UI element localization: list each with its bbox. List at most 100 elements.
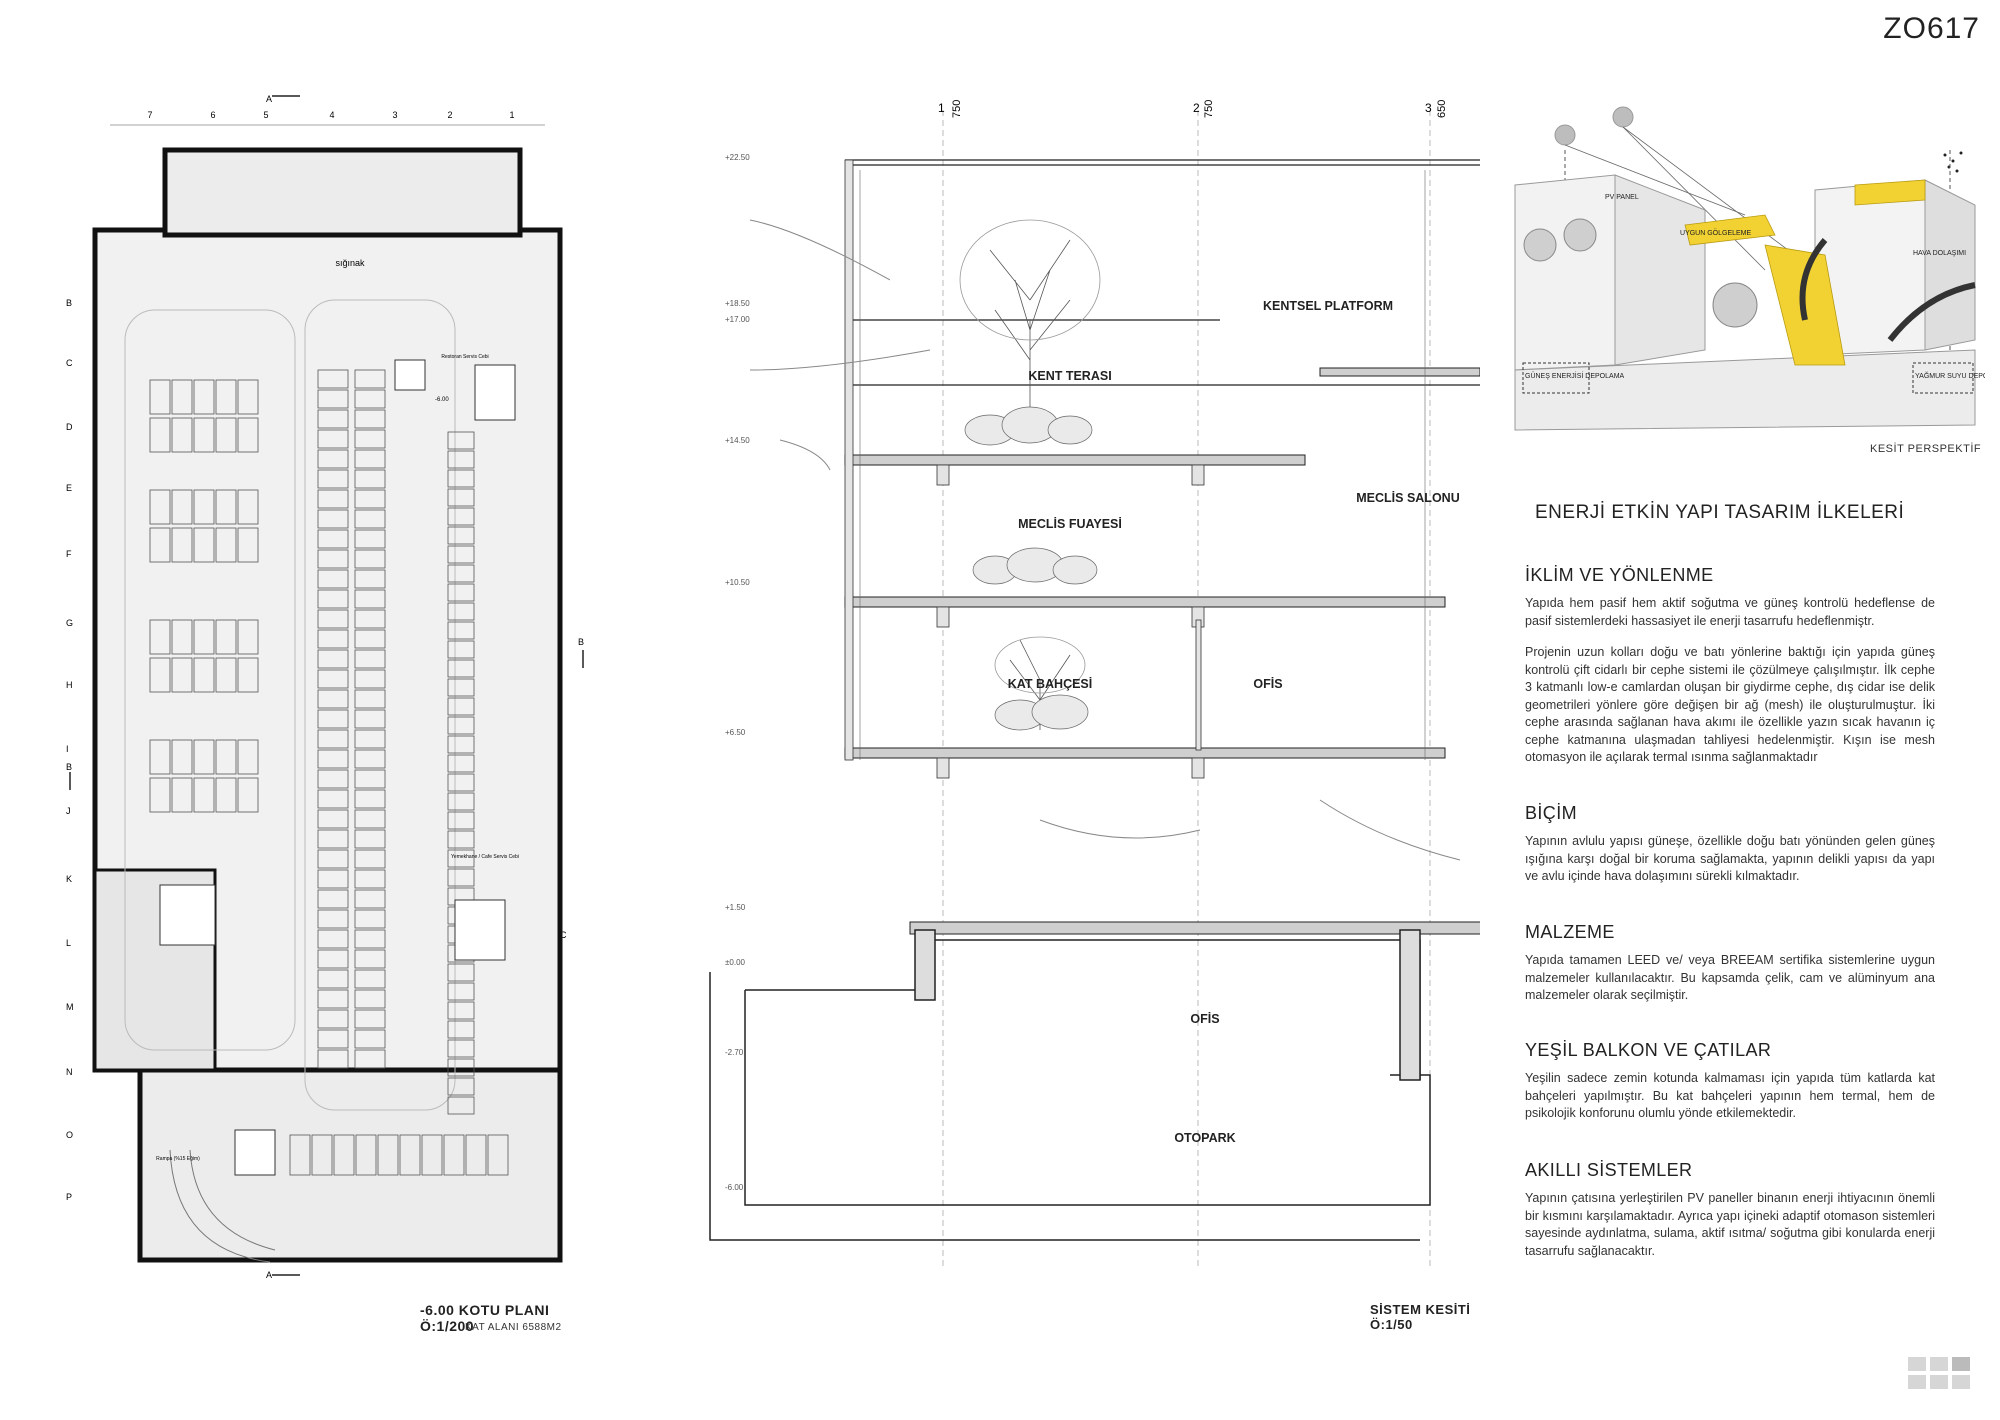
floor-plan-drawing: 7 6 5 4 3 2 1 A A B B C B C D E F G [66,94,584,1280]
grid-column-labels: 7 6 5 4 3 2 1 [147,110,514,120]
parking-bay [215,417,237,453]
section-text-malzeme: Yapıda tamamen LEED ve/ veya BREEAM sert… [1525,953,1935,1002]
grid-row-n: N [66,1067,73,1077]
axis-1-dim: 750 [951,100,963,118]
parking-bay [354,809,386,829]
parking-bay [447,716,475,735]
axis-2-number: 2 [1193,101,1200,115]
parking-bay [447,849,475,868]
level-22-50: +22.50 [725,153,750,162]
parking-bay [149,489,171,525]
section-heading-iklim: İKLİM VE YÖNLENME [1525,565,1714,585]
parking-bay [171,379,193,415]
parking-bay [317,729,349,749]
parking-bay [354,689,386,709]
parking-bay [317,929,349,949]
parking-bay [354,849,386,869]
parking-bay [447,1039,475,1058]
section-title: SİSTEM KESİTİ Ö:1/50 [1370,1302,1471,1332]
parking-bay [171,527,193,563]
section-text-bicim: Yapının avlulu yapısı güneşe, özellikle … [1525,834,1935,883]
section-text-akilli: Yapının çatısına yerleştirilen PV panell… [1525,1191,1935,1258]
parking-bay [317,909,349,929]
parking-bay [447,583,475,602]
floor-plan: 7 6 5 4 3 2 1 A A B B C B C D E F G [0,0,600,1415]
parking-bay [354,1049,386,1069]
space-meclis-fuayesi: MECLİS FUAYESİ [1018,516,1122,531]
parking-bay [149,527,171,563]
parking-bay [354,729,386,749]
parking-bay [215,739,237,775]
parking-bay [354,629,386,649]
parking-bay [447,1096,475,1115]
grid-row-e: E [66,483,72,493]
persp-label-hava: HAVA DOLAŞIMI [1913,250,1966,257]
grid-row-m: M [66,1002,74,1012]
parking-bay [317,649,349,669]
parking-bay [447,754,475,773]
parking-bay [447,621,475,640]
parking-bay [237,527,259,563]
parking-bay [354,449,386,469]
parking-bay [317,509,349,529]
parking-bay [447,469,475,488]
parking-bay [317,689,349,709]
grid-col-5: 5 [263,110,268,120]
parking-bay [317,829,349,849]
parking-bay [149,619,171,655]
level-6-50: +6.50 [725,728,746,737]
parking-bay [317,409,349,429]
parking-bay [447,450,475,469]
parking-bay [354,989,386,1009]
parking-bay [354,869,386,889]
parking-bay [447,564,475,583]
parking-bay [317,769,349,789]
parking-bay [354,1009,386,1029]
parking-bay [215,777,237,813]
parking-bay [317,449,349,469]
plan-subtitle: KAT ALANI 6588M2 [465,1322,562,1333]
section-text-iklim-1: Yapıda hem pasif hem aktif soğutma ve gü… [1525,596,1935,628]
room-label-siginak: sığınak [335,258,365,268]
parking-bay [193,777,215,813]
section-marker-a-top: A [266,94,272,104]
level-18-50: +18.50 [725,299,750,308]
parking-bay [447,735,475,754]
grid-col-2: 2 [447,110,452,120]
parking-bay [149,657,171,693]
grid-col-4: 4 [329,110,334,120]
parking-bay [447,545,475,564]
parking-bay [487,1134,509,1176]
parking-bay [237,777,259,813]
parking-bay [317,469,349,489]
parking-bay [237,657,259,693]
parking-bay [171,657,193,693]
parking-bay [354,489,386,509]
parking-bay [215,489,237,525]
parking-bay [354,789,386,809]
parking-bay [354,589,386,609]
parking-bay [354,389,386,409]
parking-bay [193,527,215,563]
parking-bay [447,792,475,811]
parking-bay [317,849,349,869]
parking-bay [317,369,349,389]
parking-bay [447,697,475,716]
grid-row-i: I [66,744,69,754]
grid-col-7: 7 [147,110,152,120]
parking-bay [317,809,349,829]
parking-bay [354,529,386,549]
parking-bay [289,1134,311,1176]
parking-bay [149,379,171,415]
parking-bay [354,509,386,529]
parking-bay [317,949,349,969]
parking-bay [237,739,259,775]
parking-bay [447,830,475,849]
parking-bay [447,488,475,507]
parking-bay [317,569,349,589]
parking-bay [354,669,386,689]
parking-bay [354,749,386,769]
parking-bay [317,869,349,889]
system-section-drawing: 1 2 3 750 750 650 [709,60,1511,1270]
section-text-yesil: Yeşilin sadece zemin kotunda kalmaması i… [1525,1071,1935,1120]
